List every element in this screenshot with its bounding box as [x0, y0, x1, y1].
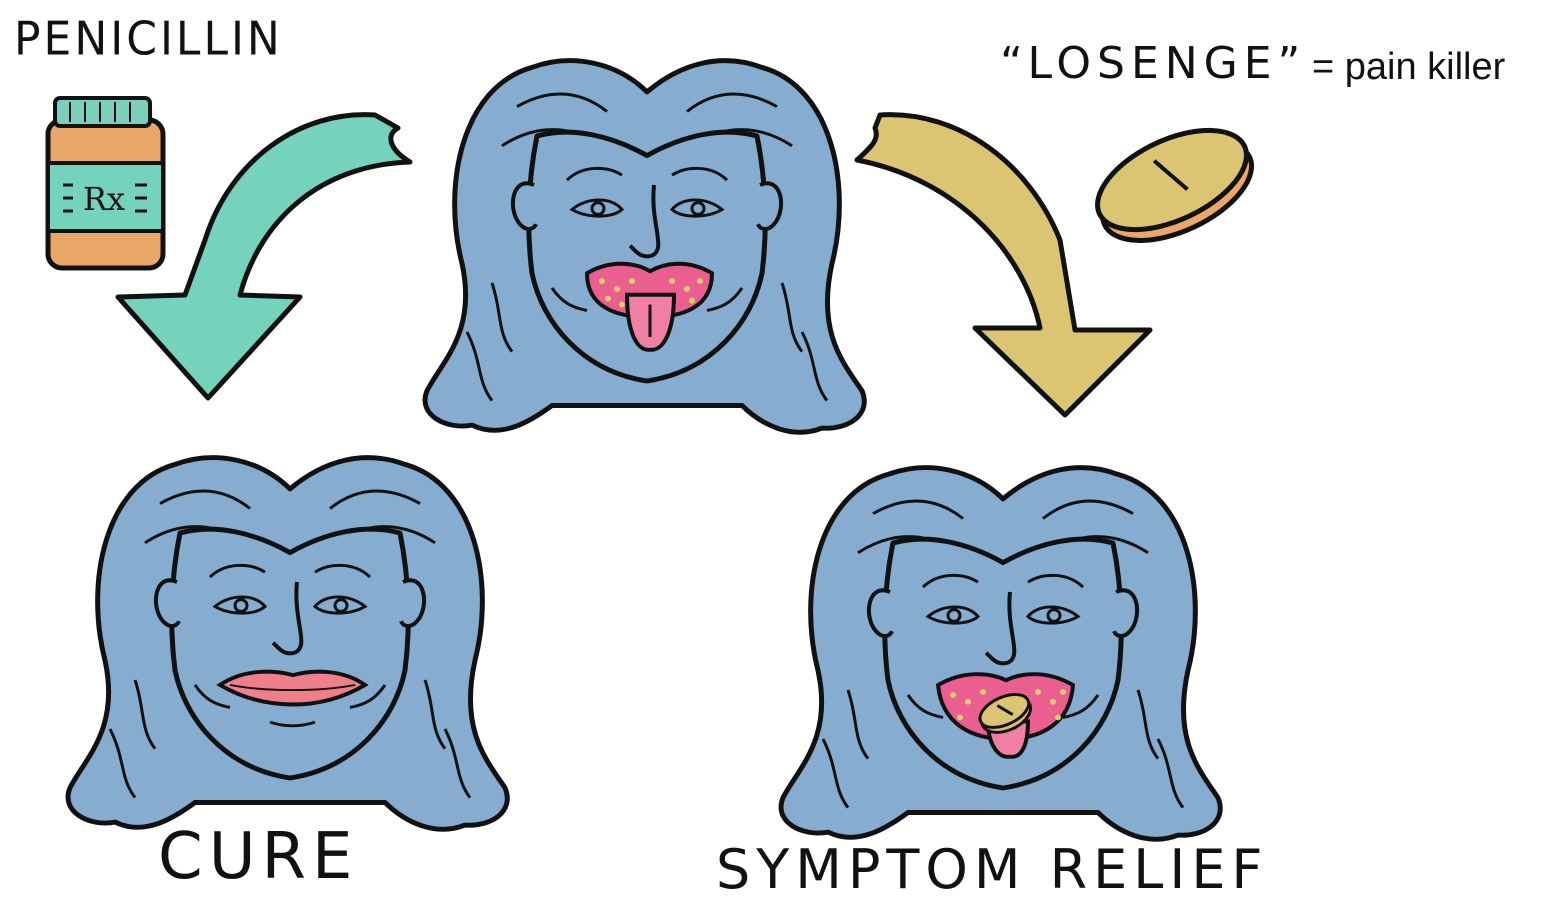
sick-face: [425, 61, 864, 433]
symptom-relief-label: SYMPTOM RELIEF: [716, 838, 1269, 901]
relief-arrow: [857, 115, 1150, 415]
cure-label: CURE: [158, 820, 358, 894]
cured-face: [68, 458, 507, 830]
rx-label: Rx: [83, 180, 125, 218]
penicillin-bottle-icon: Rx: [48, 98, 163, 268]
penicillin-label: PENICILLIN: [14, 13, 283, 67]
relief-face: [781, 468, 1220, 840]
lozenge-pill-icon: [1083, 110, 1267, 261]
pain-killer-label: = pain killer: [1312, 46, 1505, 89]
losenge-label: “LOSENGE”: [1000, 38, 1306, 89]
